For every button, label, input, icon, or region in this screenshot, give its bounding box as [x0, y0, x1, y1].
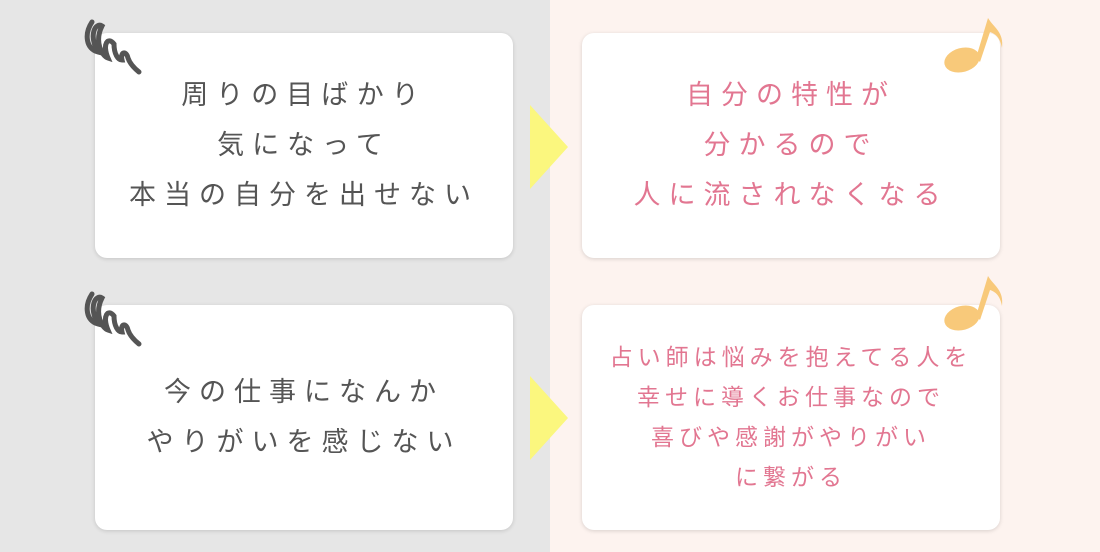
card-line: 幸せに導くお仕事なので	[637, 384, 945, 411]
arrow-right-icon	[530, 105, 568, 189]
after-card-2: 占い師は悩みを抱えてる人を 幸せに導くお仕事なので 喜びや感謝がやりがい に繋が…	[582, 305, 1000, 530]
music-note-icon	[944, 276, 1003, 331]
scribble-icon	[84, 291, 142, 347]
card-line: 本当の自分を出せない	[129, 179, 479, 211]
music-note-icon	[944, 18, 1003, 73]
scribble-icon	[84, 19, 142, 75]
card-line: 気になって	[217, 129, 391, 161]
card-line: に繋がる	[735, 464, 847, 491]
card-line: 喜びや感謝がやりがい	[651, 424, 931, 451]
card-line: 今の仕事になんか	[164, 376, 444, 408]
card-line: 周りの目ばかり	[181, 79, 427, 111]
card-line: 占い師は悩みを抱えてる人を	[609, 344, 973, 371]
card-line: 人に流されなくなる	[633, 179, 949, 211]
arrow-right-icon	[530, 376, 568, 460]
before-card-2: 今の仕事になんか やりがいを感じない	[95, 305, 513, 530]
card-line: 分かるので	[703, 129, 879, 161]
after-card-1: 自分の特性が 分かるので 人に流されなくなる	[582, 33, 1000, 258]
card-line: 自分の特性が	[686, 79, 896, 111]
card-line: やりがいを感じない	[146, 426, 462, 458]
before-card-1: 周りの目ばかり 気になって 本当の自分を出せない	[95, 33, 513, 258]
